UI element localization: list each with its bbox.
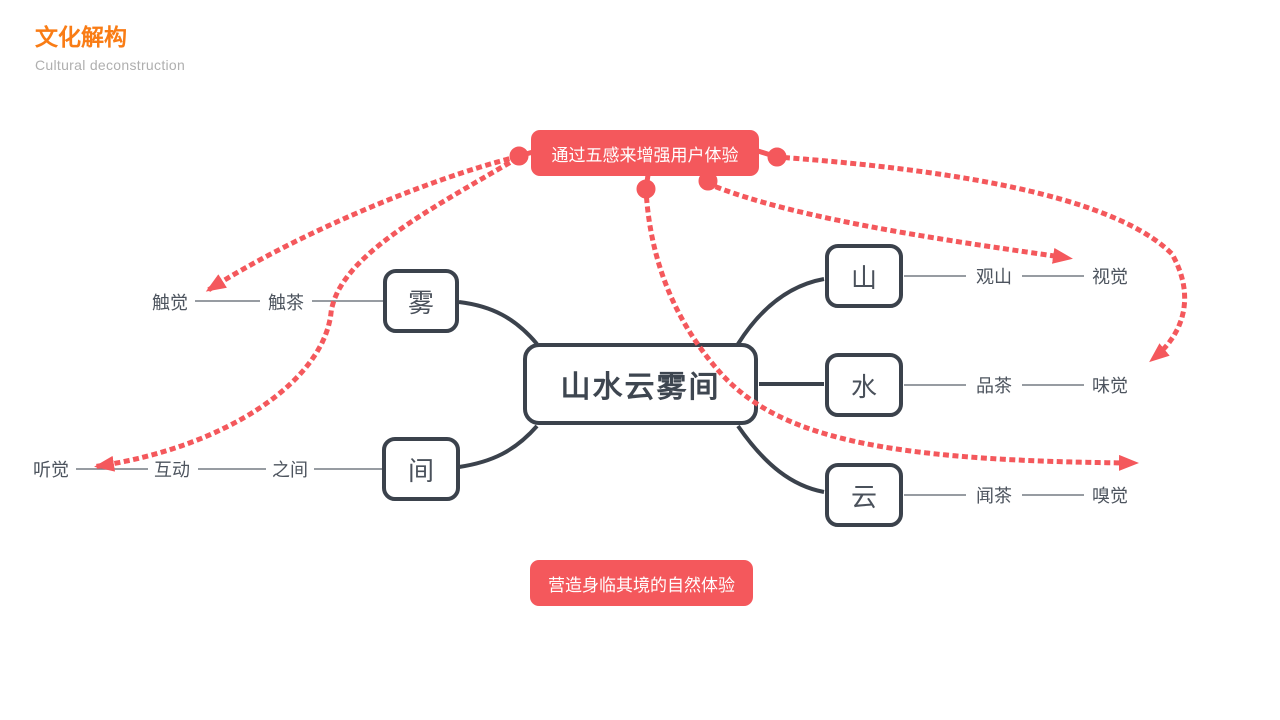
between-node[interactable]: 间 bbox=[382, 437, 460, 501]
touch-tea-label: 触茶 bbox=[268, 293, 304, 313]
page-title: 文化解构 bbox=[35, 24, 127, 50]
between-branch-curve bbox=[458, 424, 539, 469]
interaction-label: 互动 bbox=[154, 460, 190, 480]
slide-header: 文化解构 Cultural deconstruction bbox=[35, 18, 185, 73]
taste-tea-label: 品茶 bbox=[976, 376, 1012, 396]
bottom-banner[interactable]: 营造身临其境的自然体验 bbox=[530, 560, 753, 606]
smell-sense-label: 嗅觉 bbox=[1092, 486, 1128, 506]
anchor-dot-right bbox=[767, 147, 787, 167]
fog-branch-curve bbox=[458, 300, 539, 346]
cloud-branch-curve bbox=[736, 424, 825, 494]
sight-sense-label: 视觉 bbox=[1092, 267, 1128, 287]
mountain-branch-curve bbox=[736, 277, 825, 346]
arrow-to-touch bbox=[205, 153, 520, 293]
anchor-stem-bottom-left bbox=[643, 174, 651, 190]
taste-sense-label: 味觉 bbox=[1092, 376, 1128, 396]
center-node[interactable]: 山水云雾间 bbox=[523, 343, 758, 425]
top-banner[interactable]: 通过五感来增强用户体验 bbox=[531, 130, 759, 176]
mountain-node[interactable]: 山 bbox=[825, 244, 903, 308]
touch-sense-label: 触觉 bbox=[152, 293, 188, 313]
anchor-dot-left bbox=[509, 146, 529, 166]
fog-node[interactable]: 雾 bbox=[383, 269, 459, 333]
page-subtitle: Cultural deconstruction bbox=[35, 57, 186, 73]
anchor-dot-bottom-left bbox=[636, 179, 656, 199]
water-node[interactable]: 水 bbox=[825, 353, 903, 417]
between-label: 之间 bbox=[272, 460, 308, 480]
smell-tea-label: 闻茶 bbox=[976, 486, 1012, 506]
cloud-node[interactable]: 云 bbox=[825, 463, 903, 527]
anchor-stem-right bbox=[757, 148, 778, 160]
hearing-sense-label: 听觉 bbox=[33, 460, 69, 480]
view-mountain-label: 观山 bbox=[976, 267, 1012, 287]
